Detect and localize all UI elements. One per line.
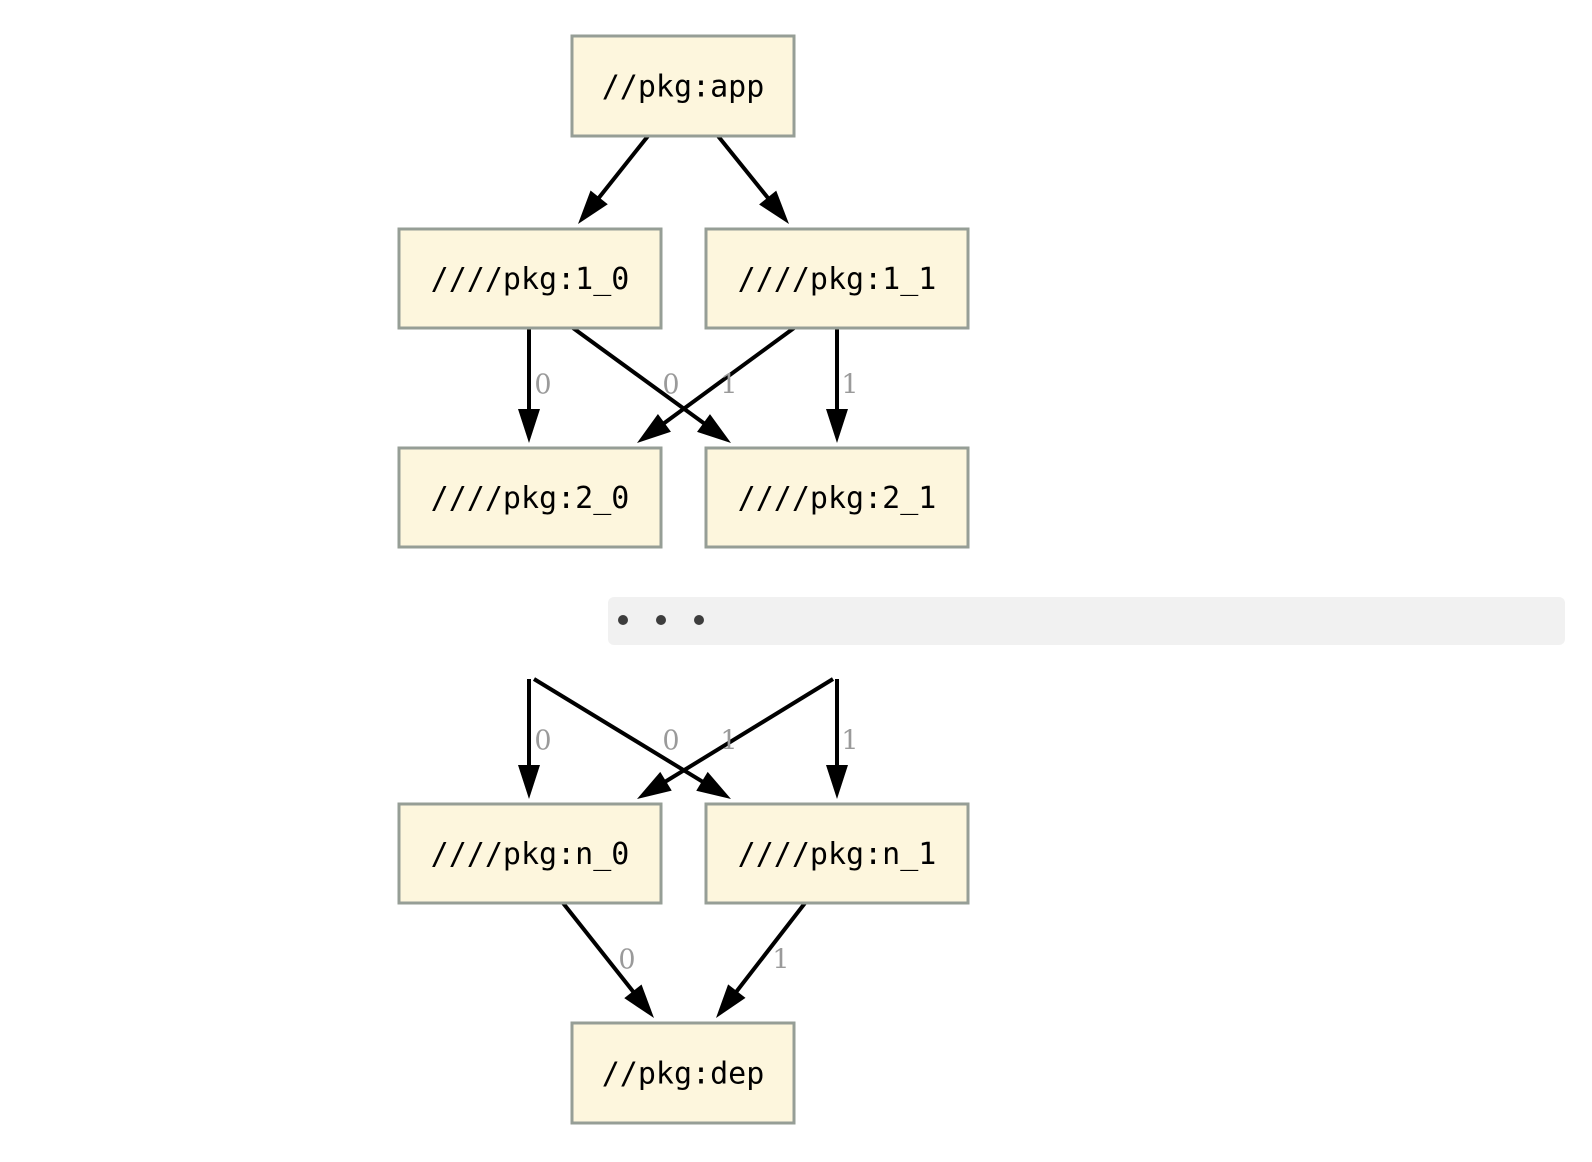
edge-label: 1 [720,726,737,757]
node-label-n2_1: ////pkg:2_1 [738,481,937,516]
edge-line-7 [532,677,709,787]
collapsed-section-separator [608,597,1565,645]
node-box-n2_0[interactable] [397,446,663,549]
node-box-app[interactable] [570,34,796,138]
edge-label: 0 [534,726,551,757]
edge-line-1 [716,134,773,204]
edge-line-0 [593,134,650,204]
edge-label: 0 [618,945,635,976]
node-label-dep: //pkg:dep [602,1057,765,1092]
node-nn_1[interactable]: ////pkg:n_1 [704,802,970,905]
edge-label: 1 [841,370,858,401]
ellipsis-dot-2 [694,615,704,625]
edge-line-10 [561,901,639,998]
edge-label: 1 [841,726,858,757]
collapsed-band [608,597,1565,645]
node-box-n1_1[interactable] [704,227,970,330]
node-nn_0[interactable]: ////pkg:n_0 [397,802,663,905]
edge-label: 1 [772,945,789,976]
edge-label: 1 [720,370,737,401]
node-label-n1_1: ////pkg:1_1 [738,262,937,297]
node-box-nn_1[interactable] [704,802,970,905]
edge-arrowhead-4 [637,414,671,443]
edge-line-3 [571,326,710,429]
node-box-n1_0[interactable] [397,227,663,330]
ellipsis-dot-0 [618,615,628,625]
edge-label: 0 [662,726,679,757]
edge-arrowhead-10 [624,984,654,1018]
node-label-n1_0: ////pkg:1_0 [431,262,630,297]
edge-labels-layer: 0 0 1 1 0 0 1 1 0 1 [534,370,858,976]
edge-arrowhead-0 [578,190,608,224]
edge-arrowhead-2 [518,409,540,443]
edge-arrowhead-6 [518,765,540,799]
edge-line-11 [731,901,807,998]
node-box-n2_1[interactable] [704,446,970,549]
node-n2_0[interactable]: ////pkg:2_0 [397,446,663,549]
node-n1_1[interactable]: ////pkg:1_1 [704,227,970,330]
nodes-layer: //pkg:app ////pkg:1_0 ////pkg:1_1 ////pkg:2… [397,34,970,1125]
edge-arrowhead-9 [826,765,848,799]
edge-arrowhead-8 [637,771,672,799]
node-label-app: //pkg:app [602,70,765,105]
edge-arrowhead-3 [697,414,731,443]
node-n1_0[interactable]: ////pkg:1_0 [397,227,663,330]
ellipsis-dot-1 [656,615,666,625]
edge-arrowhead-11 [716,984,746,1018]
edge-label: 0 [534,370,551,401]
node-label-n2_0: ////pkg:2_0 [431,481,630,516]
edges-layer [518,134,848,1018]
node-app[interactable]: //pkg:app [570,34,796,138]
node-n2_1[interactable]: ////pkg:2_1 [704,446,970,549]
edge-arrowhead-1 [759,190,789,224]
edge-label: 0 [662,370,679,401]
node-box-dep[interactable] [570,1021,796,1125]
node-box-nn_0[interactable] [397,802,663,905]
node-label-nn_0: ////pkg:n_0 [431,837,630,872]
edge-line-4 [658,326,796,429]
edge-arrowhead-7 [696,771,731,799]
edge-line-8 [659,677,835,787]
node-dep[interactable]: //pkg:dep [570,1021,796,1125]
node-label-nn_1: ////pkg:n_1 [738,837,937,872]
edge-arrowhead-5 [826,409,848,443]
